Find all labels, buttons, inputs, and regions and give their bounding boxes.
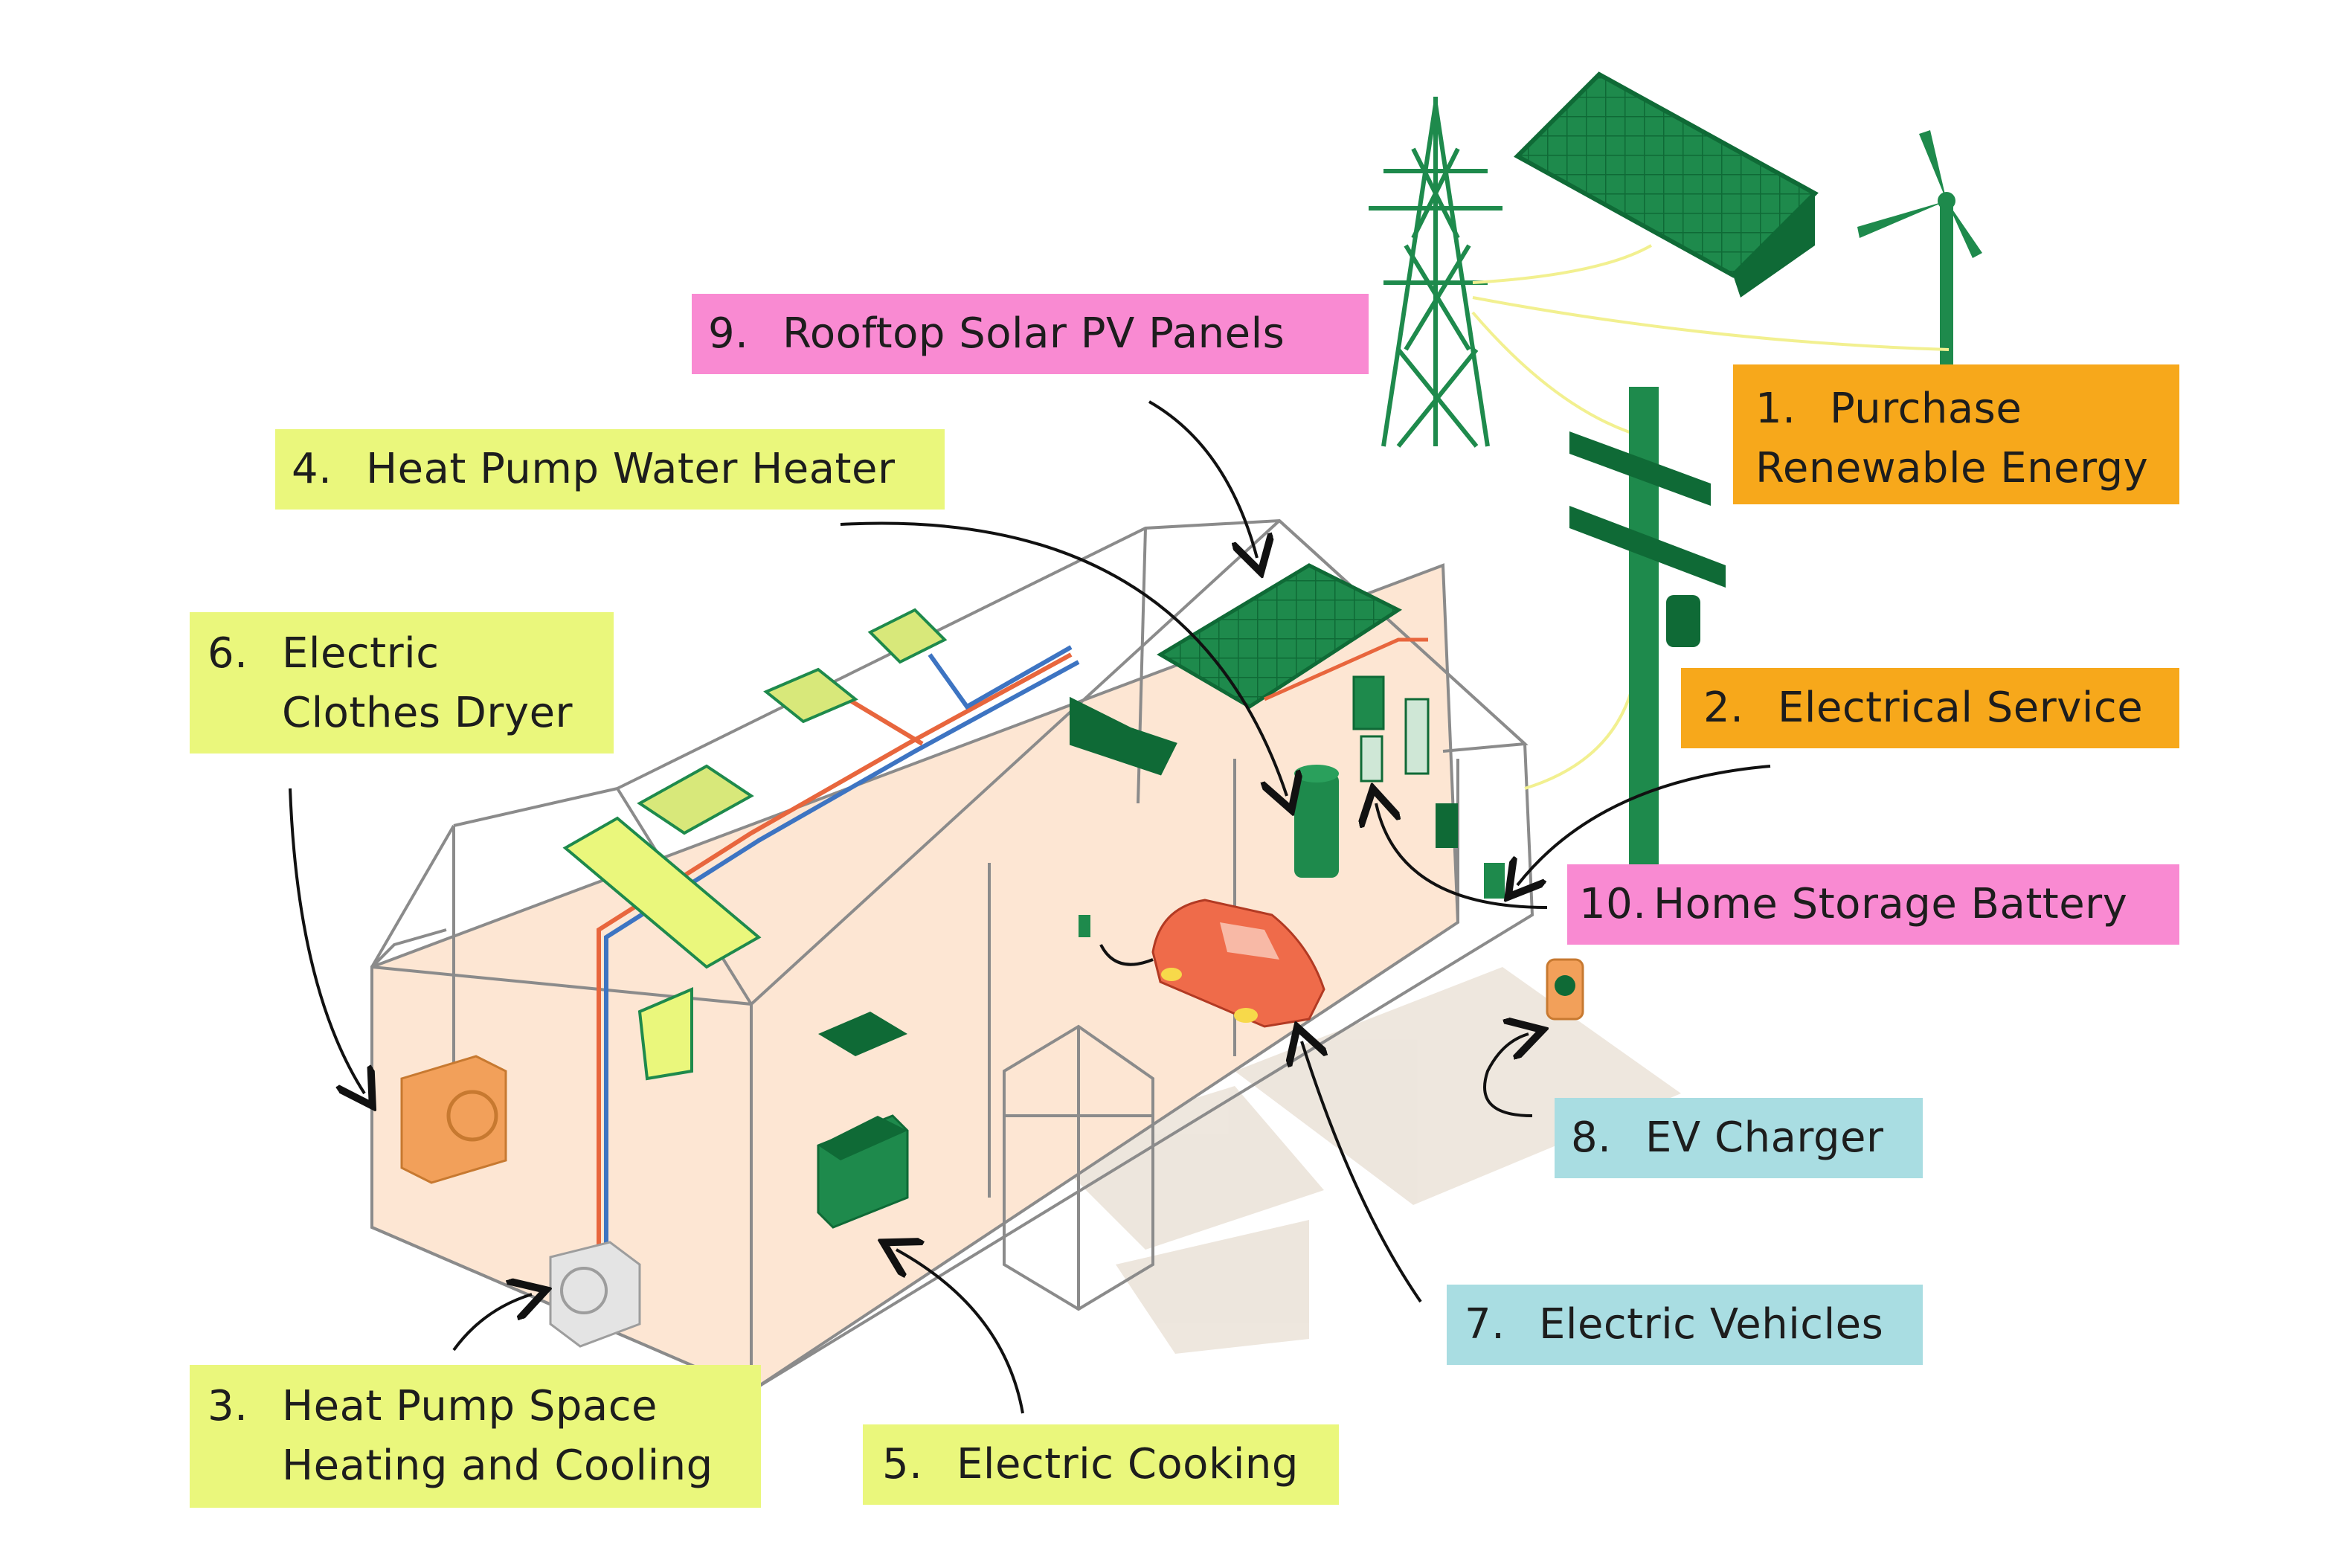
label-heat-pump-water-heater: 4.Heat Pump Water Heater <box>275 429 945 510</box>
arrow-to-water-heater <box>840 521 1287 796</box>
label-home-storage-battery: 10.Home Storage Battery <box>1567 864 2179 945</box>
label-electric-cooking: 5.Electric Cooking <box>863 1424 1339 1505</box>
transmission-tower-icon <box>1369 97 1502 448</box>
arrow-to-heat-pump <box>452 1294 532 1352</box>
ground-shadows <box>1041 967 1681 1354</box>
label-electric-clothes-dryer: 6.Electric Clothes Dryer <box>190 612 614 754</box>
label-electrical-service: 2.Electrical Service <box>1681 668 2179 748</box>
arrow-to-car <box>1302 1041 1422 1303</box>
arrow-to-stove <box>896 1250 1024 1414</box>
solar-farm-icon <box>1514 71 1819 298</box>
callout-arrows <box>289 400 1771 1414</box>
rooftop-solar-icon <box>1157 563 1428 709</box>
water-heater-icon <box>1294 765 1339 878</box>
clothes-dryer-icon <box>400 1055 507 1184</box>
label-ev-charger: 8.EV Charger <box>1555 1098 1923 1178</box>
electric-stove-icon <box>817 1012 909 1229</box>
label-purchase-renewable-energy: 1.Purchase Renewable Energy <box>1733 364 2179 504</box>
label-rooftop-solar-pv-panels: 9.Rooftop Solar PV Panels <box>692 294 1369 374</box>
heat-pump-unit-icon <box>549 1241 641 1348</box>
arrow-to-battery <box>1517 765 1771 885</box>
attic-units <box>562 608 1177 1081</box>
electrical-panels-icon <box>1352 675 1505 899</box>
porch-frame <box>1003 1024 1154 1311</box>
duct-pipes <box>597 645 1080 1257</box>
electric-car-icon <box>1079 899 1325 1028</box>
arrow-to-ev-charger <box>1483 1034 1532 1117</box>
arrow-to-panels <box>1376 803 1548 909</box>
arrow-to-dryer <box>289 788 364 1093</box>
arrow-to-rooftop-solar <box>1148 400 1257 558</box>
utility-pole-icon <box>1569 387 1726 922</box>
wind-turbine-icon <box>1857 130 1982 364</box>
label-heat-pump-space-heating: 3.Heat Pump Space Heating and Cooling <box>190 1365 761 1508</box>
ev-charger-icon <box>1546 958 1584 1021</box>
label-electric-vehicles: 7.Electric Vehicles <box>1447 1285 1923 1365</box>
